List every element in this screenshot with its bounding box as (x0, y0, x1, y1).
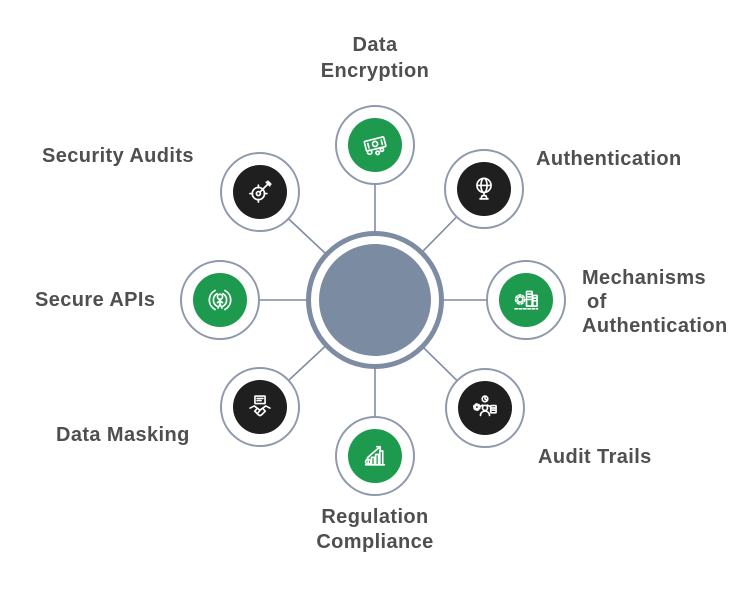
label-authentication: Authentication (536, 146, 682, 172)
label-regulation-compliance: Regulation Compliance (273, 505, 477, 555)
label-line: Authentication (582, 315, 728, 337)
label-line: Audit Trails (538, 446, 652, 468)
label-line: Compliance (316, 531, 434, 553)
growth-chart-icon (348, 429, 402, 483)
machinery-icon (499, 273, 553, 327)
label-data-masking: Data Masking (56, 422, 190, 448)
node-security-audits (220, 152, 300, 232)
label-line: Data (352, 34, 398, 56)
label-line: Mechanisms (582, 267, 707, 289)
label-data-encryption: Data Encryption (275, 32, 475, 84)
label-line: Authentication (536, 148, 682, 170)
label-line: Secure APIs (35, 289, 156, 311)
label-line: Regulation (321, 506, 429, 528)
person-in-circle-icon (193, 273, 247, 327)
label-line: Encryption (320, 60, 430, 82)
node-data-masking (220, 367, 300, 447)
label-line: of (587, 291, 607, 313)
label-security-audits: Security Audits (42, 143, 194, 169)
hub-inner-circle (319, 244, 431, 356)
money-icon (348, 118, 402, 172)
hub-circle (306, 231, 444, 369)
node-regulation-compliance (335, 416, 415, 496)
target-dart-icon (233, 165, 287, 219)
label-line: Security Audits (42, 145, 194, 167)
label-audit-trails: Audit Trails (538, 444, 652, 470)
label-secure-apis: Secure APIs (35, 287, 155, 313)
handshake-icon (233, 380, 287, 434)
node-secure-apis (180, 260, 260, 340)
node-data-encryption (335, 105, 415, 185)
node-audit-trails (445, 368, 525, 448)
label-mechanisms-of-authentication: Mechanisms of Authentication (582, 266, 728, 338)
node-authentication (444, 149, 524, 229)
label-line: Data Masking (56, 424, 190, 446)
node-mechanisms-of-authentication (486, 260, 566, 340)
globe-icon (457, 162, 511, 216)
person-tasks-icon (458, 381, 512, 435)
